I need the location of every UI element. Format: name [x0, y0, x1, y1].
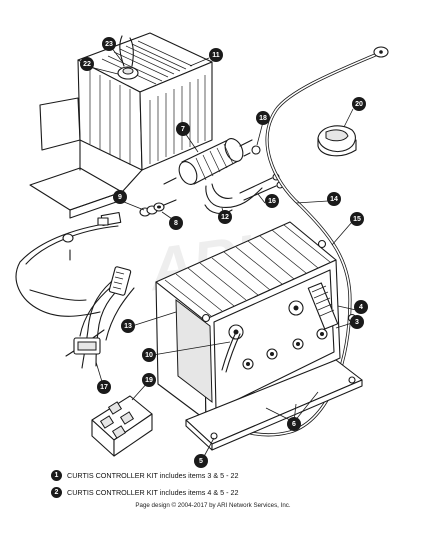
svg-text:23: 23: [105, 41, 113, 48]
callout-4: 4: [354, 300, 368, 314]
clamp-drawing: [317, 125, 357, 157]
callout-10: 10: [142, 348, 156, 362]
callout-11: 11: [209, 48, 223, 62]
callout-7: 7: [176, 122, 190, 136]
wiring-harness-drawing: [15, 211, 135, 369]
washers-drawing: [139, 199, 177, 217]
legend-text-1: CURTIS CONTROLLER KIT includes items 3 &…: [67, 471, 239, 480]
svg-text:3: 3: [355, 319, 359, 326]
svg-text:17: 17: [100, 384, 108, 391]
callout-5: 5: [194, 454, 208, 468]
callout-13: 13: [121, 319, 135, 333]
svg-text:4: 4: [359, 304, 363, 311]
callout-17: 17: [97, 380, 111, 394]
legend-item-2: 2 CURTIS CONTROLLER KIT includes items 4…: [51, 487, 239, 498]
callout-12: 12: [218, 210, 232, 224]
callout-8: 8: [169, 216, 183, 230]
legend-item-1: 1 CURTIS CONTROLLER KIT includes items 3…: [51, 470, 239, 481]
plug-drawing: [97, 217, 109, 226]
programmer-drawing: [91, 395, 153, 457]
solenoid-drawing: [163, 138, 284, 214]
svg-text:5: 5: [199, 458, 203, 465]
callout-6: 6: [287, 417, 301, 431]
svg-text:18: 18: [259, 115, 267, 122]
svg-text:9: 9: [118, 194, 122, 201]
legend-number-1: 1: [51, 470, 62, 481]
callout-9: 9: [113, 190, 127, 204]
controller-drawing: [155, 221, 363, 451]
svg-text:12: 12: [221, 214, 229, 221]
callout-20: 20: [352, 97, 366, 111]
svg-text:8: 8: [174, 220, 178, 227]
callout-15: 15: [350, 212, 364, 226]
legend-text-2: CURTIS CONTROLLER KIT includes items 4 &…: [67, 488, 239, 497]
callout-19: 19: [142, 373, 156, 387]
svg-text:6: 6: [292, 421, 296, 428]
svg-text:11: 11: [212, 52, 220, 59]
battery-cable-drawing: [210, 46, 389, 437]
callout-16: 16: [265, 194, 279, 208]
svg-text:7: 7: [181, 126, 185, 133]
svg-text:15: 15: [353, 216, 361, 223]
svg-text:14: 14: [330, 196, 338, 203]
svg-text:13: 13: [124, 323, 132, 330]
callout-23: 23: [102, 37, 116, 51]
callout-3: 3: [350, 315, 364, 329]
legend-number-2: 2: [51, 487, 62, 498]
svg-text:16: 16: [268, 198, 276, 205]
svg-text:19: 19: [145, 377, 153, 384]
svg-text:10: 10: [145, 352, 153, 359]
svg-text:22: 22: [83, 61, 91, 68]
heatsink-box-drawing: [29, 32, 213, 219]
callout-22: 22: [80, 57, 94, 71]
callout-18: 18: [256, 111, 270, 125]
svg-text:20: 20: [355, 101, 363, 108]
bolt-18-drawing: [243, 145, 261, 157]
callout-14: 14: [327, 192, 341, 206]
footer-copyright: Page design © 2004-2017 by ARI Network S…: [135, 502, 291, 509]
